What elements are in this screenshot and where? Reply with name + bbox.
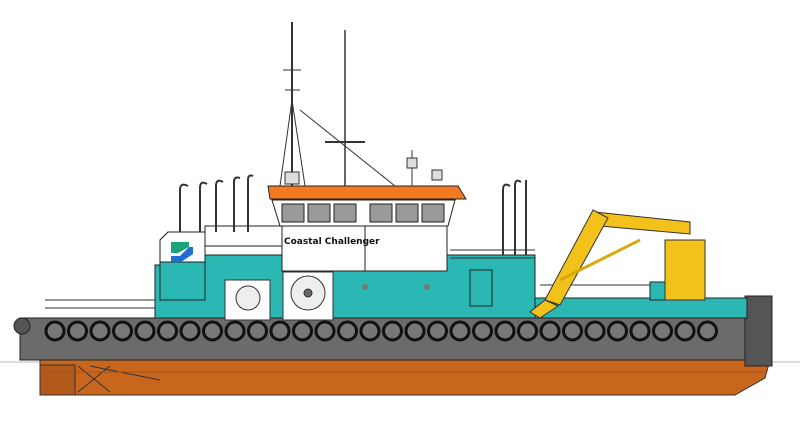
tire-fender <box>584 320 606 342</box>
hull <box>39 359 771 396</box>
tire-fender <box>134 320 156 342</box>
tire-fender <box>247 320 268 342</box>
tire-fender <box>404 320 426 342</box>
tire-fender <box>67 320 88 342</box>
tire-fender <box>517 320 538 342</box>
tire-fender <box>269 320 291 342</box>
tire-fender <box>359 320 381 342</box>
tire-fender <box>427 320 448 342</box>
wheelhouse-window <box>307 203 331 223</box>
tire-fender <box>472 320 493 342</box>
tire-fender <box>494 320 516 342</box>
exhaust-stacks <box>179 174 527 255</box>
wheelhouse-roof <box>267 185 467 200</box>
wheelhouse-window <box>333 203 357 223</box>
tire-fender <box>292 320 313 342</box>
tire-fender <box>314 320 336 342</box>
tire-fender <box>179 320 201 342</box>
tire-fender <box>382 320 403 342</box>
tire-fenders <box>44 320 718 342</box>
tire-fender <box>539 320 561 342</box>
masts <box>279 22 443 187</box>
winches <box>224 271 334 321</box>
tire-fender <box>337 320 358 342</box>
tire-fender <box>224 320 246 342</box>
vessel-name-label: Coastal Challenger <box>284 237 380 247</box>
deck-house: Coastal Challenger <box>204 224 448 272</box>
crane <box>529 209 706 319</box>
wheelhouse-window <box>395 203 419 223</box>
wheelhouse-window <box>281 203 305 223</box>
tire-fender <box>562 320 583 342</box>
tire-fender <box>202 320 223 342</box>
tire-fender <box>607 320 628 342</box>
tire-fender <box>449 320 471 342</box>
tire-fender <box>89 320 111 342</box>
tire-fender <box>652 320 673 342</box>
tire-fender <box>674 320 696 342</box>
company-logo <box>171 242 193 262</box>
wheelhouse-window <box>369 203 393 223</box>
wheelhouse <box>267 185 467 227</box>
wheelhouse-window <box>421 203 445 223</box>
tire-fender <box>629 320 651 342</box>
tire-fender <box>157 320 178 342</box>
tire-fender <box>697 320 718 342</box>
tire-fender <box>112 320 133 342</box>
tire-fender <box>44 320 66 342</box>
